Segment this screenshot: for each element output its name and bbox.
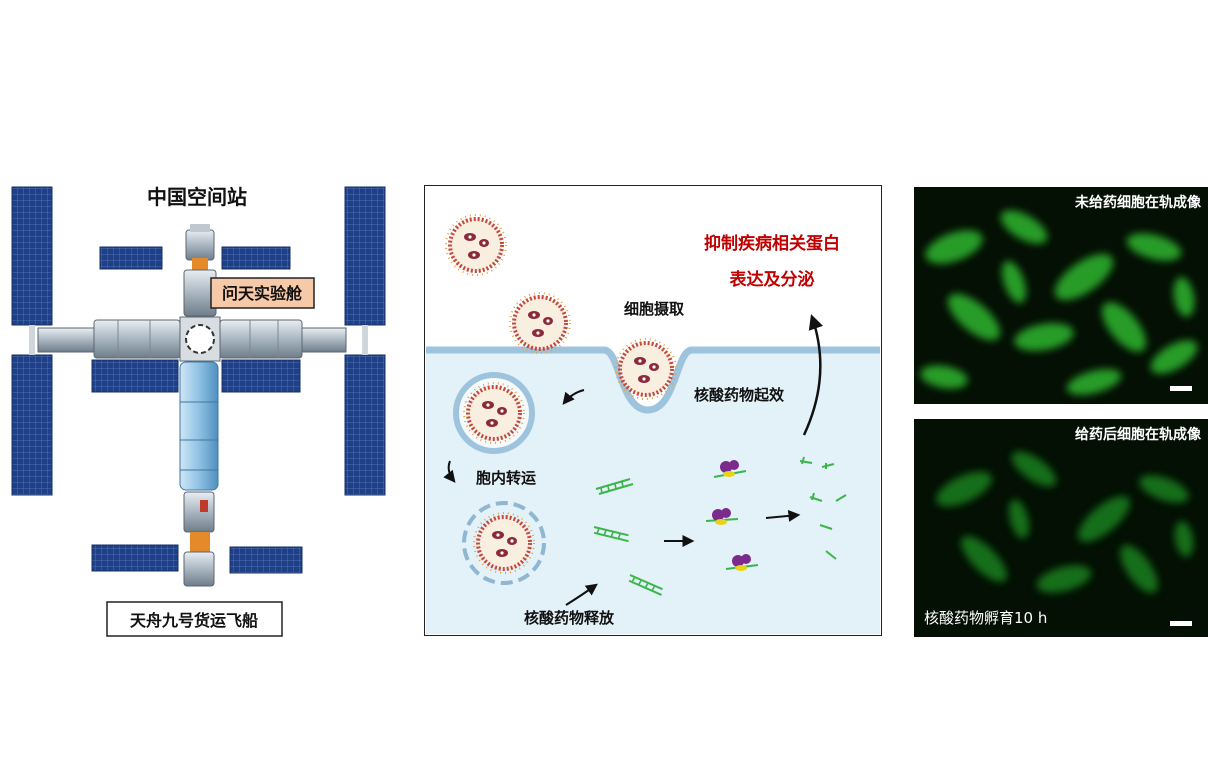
target-complex-1 (713, 460, 747, 478)
label-result-line1: 抑制疾病相关蛋白 (704, 233, 840, 254)
horizontal-modules (37, 319, 347, 359)
cargo-label: 天舟九号货运飞船 (106, 601, 283, 637)
label-release: 核酸药物释放 (524, 609, 615, 627)
module-label: 问天实验舱 (210, 277, 315, 309)
arrow-release (565, 583, 598, 606)
label-effect: 核酸药物起效 (694, 386, 785, 404)
label-transport: 胞内转运 (475, 469, 536, 487)
endosome (453, 372, 535, 454)
space-station-figure: 中国空间站 问天实验舱 天舟九号货运飞船 (0, 170, 400, 650)
incubation-note: 核酸药物孵育10 h (924, 609, 1047, 627)
solar-panel-left (11, 186, 53, 496)
solar-panel-mid-right (221, 359, 301, 393)
label-result-line2: 表达及分泌 (730, 269, 815, 290)
module-label-text: 问天实验舱 (222, 284, 303, 303)
caption-untreated: 未给药细胞在轨成像 (1075, 194, 1202, 211)
arrow-to-endosome (562, 389, 585, 405)
degraded-fragments (799, 456, 847, 560)
solar-panel-top-right (221, 246, 291, 270)
solar-panel-top-left (99, 246, 163, 270)
scale-bar-top (1170, 386, 1192, 391)
cargo-label-text: 天舟九号货运飞船 (130, 611, 258, 630)
solar-panel-bottom-left (91, 544, 179, 572)
micrograph-untreated: 未给药细胞在轨成像 (914, 187, 1208, 404)
solar-panel-right (344, 186, 386, 496)
micrograph-treated: 给药后细胞在轨成像 核酸药物孵育10 h (914, 419, 1208, 637)
endosome-escape (462, 501, 546, 585)
arrow-transport (443, 460, 456, 483)
cell-membrane (426, 346, 880, 414)
arrow-to-fragments (765, 509, 801, 522)
space-station-illustration: 中国空间站 问天实验舱 天舟九号货运飞船 (11, 185, 386, 637)
mechanism-illustration: 细胞摄取 胞内转运 核酸药物释放 核酸药物起效 抑制疾病相关蛋白 表达及分泌 (423, 184, 883, 637)
target-complex-2 (705, 508, 739, 525)
core-module (179, 361, 219, 491)
label-uptake: 细胞摄取 (624, 300, 685, 318)
station-title: 中国空间站 (147, 185, 247, 209)
micrograph-untreated-image: 未给药细胞在轨成像 (914, 187, 1208, 404)
scale-bar-bottom (1170, 621, 1192, 626)
solar-panel-mid-left (91, 359, 179, 393)
arrow-effect-up (802, 314, 823, 436)
node-hub (179, 316, 221, 362)
micrograph-treated-image: 给药后细胞在轨成像 核酸药物孵育10 h (914, 419, 1208, 637)
solar-panel-bottom-right (229, 546, 303, 574)
cargo-ship-module (183, 491, 215, 587)
target-complex-3 (725, 554, 759, 571)
mechanism-diagram: 细胞摄取 胞内转运 核酸药物释放 核酸药物起效 抑制疾病相关蛋白 表达及分泌 (423, 184, 883, 637)
caption-treated: 给药后细胞在轨成像 (1075, 426, 1202, 443)
